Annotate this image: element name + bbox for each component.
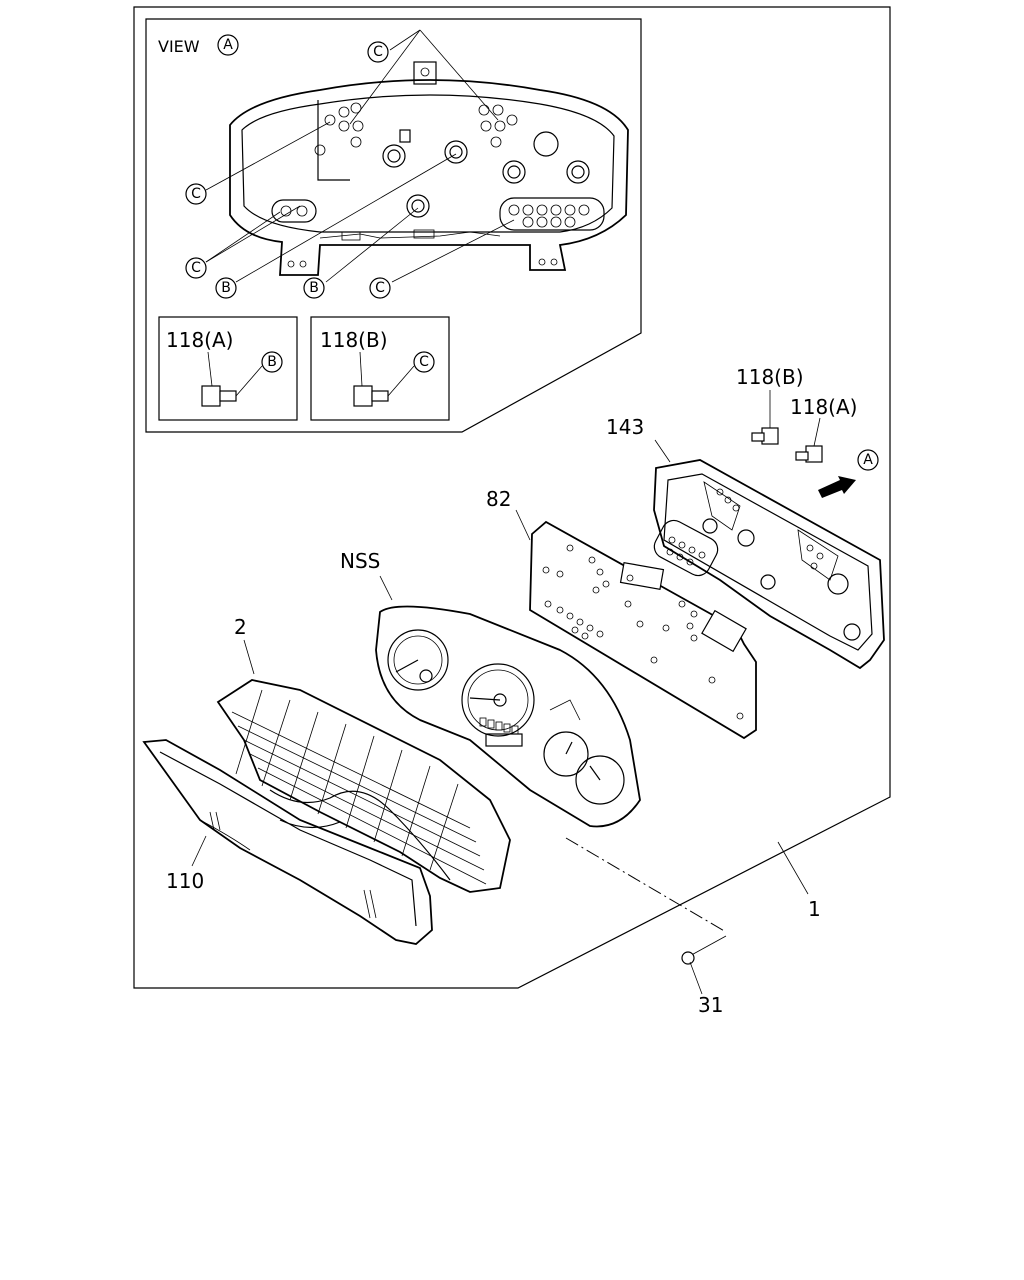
- svg-text:C: C: [191, 186, 201, 202]
- view-callouts: C C C B B C: [185, 41, 391, 299]
- svg-text:B: B: [221, 280, 231, 296]
- svg-text:A: A: [863, 452, 873, 468]
- svg-text:C: C: [419, 354, 429, 370]
- svg-text:B: B: [267, 354, 277, 370]
- svg-text:118(B): 118(B): [736, 365, 804, 389]
- view-marker-circle: [217, 34, 239, 56]
- meter-nss: NSS: [340, 549, 641, 828]
- view-leaders: [205, 29, 515, 283]
- light-guide-2: 2: [216, 615, 511, 893]
- view-a-frame: [145, 18, 642, 433]
- view-title: VIEW: [158, 37, 200, 56]
- svg-text:143: 143: [606, 415, 644, 439]
- lens-110: 110: [142, 739, 433, 945]
- bulb-118b: 118(B): [736, 365, 804, 445]
- screw-31: 31: [565, 837, 727, 1017]
- svg-text:82: 82: [486, 487, 511, 511]
- bulb-118a: 118(A): [790, 395, 857, 463]
- svg-text:C: C: [375, 280, 385, 296]
- inset-118b-label: 118(B): [320, 328, 388, 352]
- assembly-frame: [133, 6, 891, 989]
- svg-text:C: C: [373, 44, 383, 60]
- assembly-label-1: 1: [777, 841, 821, 921]
- inset-118a-label: 118(A): [166, 328, 233, 352]
- cluster-rear-view: [229, 61, 629, 276]
- bulb-inset-118b: 118(B) C: [310, 316, 450, 421]
- svg-text:110: 110: [166, 869, 204, 893]
- svg-text:118(A): 118(A): [790, 395, 857, 419]
- svg-text:1: 1: [808, 897, 821, 921]
- svg-text:B: B: [309, 280, 319, 296]
- case-rear-143: 143: [606, 415, 885, 670]
- svg-text:2: 2: [234, 615, 247, 639]
- svg-text:31: 31: [698, 993, 723, 1017]
- view-marker: A: [223, 37, 233, 53]
- circuit-board-82: 82: [486, 487, 757, 740]
- bulb-inset-118a: 118(A) B: [158, 316, 298, 421]
- svg-text:C: C: [191, 260, 201, 276]
- svg-text:NSS: NSS: [340, 549, 380, 573]
- view-a-arrow: A: [818, 449, 879, 498]
